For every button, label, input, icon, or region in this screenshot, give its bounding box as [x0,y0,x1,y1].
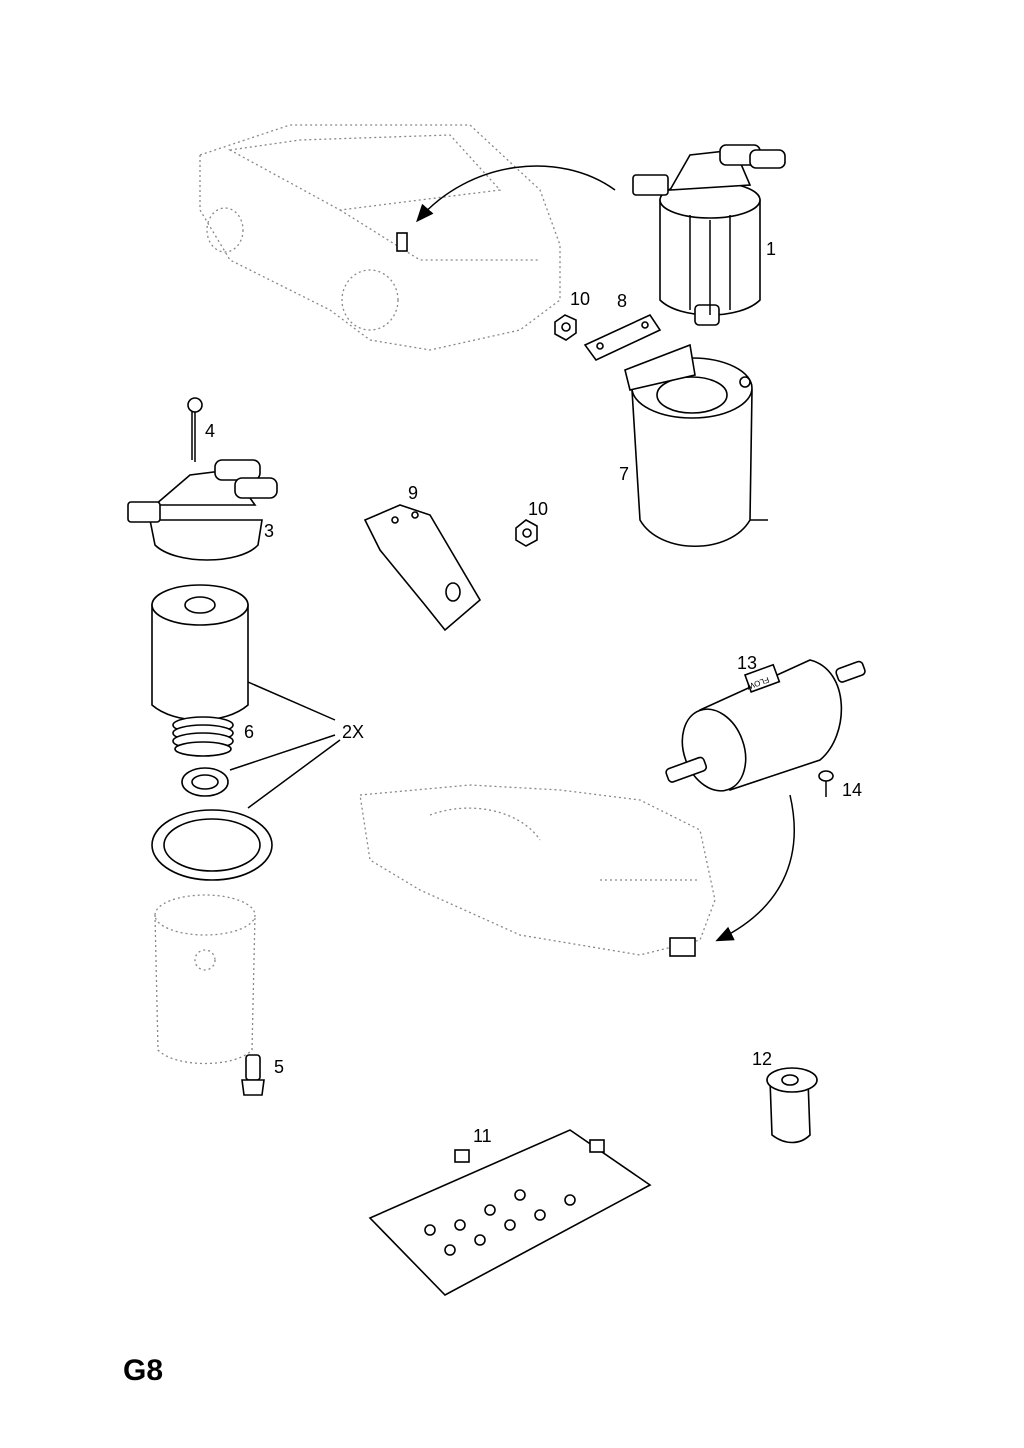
small-seal-ring [181,767,229,797]
part-5-drain-screw [241,1054,265,1096]
callout-5: 5 [274,1057,284,1077]
callout-8: 8 [617,291,627,311]
callout-9: 9 [408,483,418,503]
callout-7: 7 [619,464,629,484]
large-seal-ring [151,809,273,881]
part-12-clip [766,1067,818,1144]
callout-4: 4 [205,421,215,441]
2x-leader-lines [229,681,341,809]
part-filter-cartridge [151,584,249,721]
callout-10: 10 [570,289,590,309]
callout-6: 6 [244,722,254,742]
part-8-plate [583,313,662,362]
callout-13: 13 [737,653,757,673]
location-arrow-top [416,165,616,223]
part-11-shield-plate [368,1129,652,1296]
fuel-tank-ghost [359,784,716,956]
callout-3: 3 [264,521,274,541]
part-7-filter-bracket [624,343,768,547]
part-1-fuel-filter-assembly [632,144,786,326]
callout-10-lower: 10 [528,499,548,519]
location-arrow-bottom [715,794,795,942]
part-10-nut [554,314,577,341]
filter-location-marker-tank [669,937,696,957]
callout-14: 14 [842,780,862,800]
part-4-bolt [187,397,203,462]
page-code: G8 [123,1354,163,1387]
part-13-inline-fuel-filter: FLOW [665,659,866,792]
callout-12: 12 [752,1049,772,1069]
filter-bowl-ghost [154,894,256,1065]
filter-location-marker [396,232,408,252]
vehicle-outline-ghost [199,124,561,351]
callout-2x: 2X [342,722,364,742]
part-6-spring [172,716,234,757]
part-10-nut-lower [515,519,538,547]
callout-1: 1 [766,239,776,259]
callout-11: 11 [473,1126,492,1146]
part-3-filter-head [127,459,278,561]
part-14-screw [818,770,834,797]
part-9-bracket [363,504,482,632]
